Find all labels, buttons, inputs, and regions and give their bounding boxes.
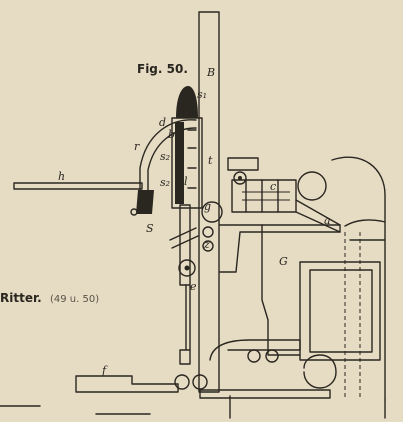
- label-G: G: [279, 255, 288, 268]
- label-l: l: [184, 175, 188, 188]
- rod-h: [13, 182, 143, 190]
- label-z: z: [203, 238, 210, 251]
- label-a: a: [324, 214, 331, 227]
- head-piece: [171, 86, 203, 209]
- frame-G: [219, 156, 386, 401]
- label-t: t: [208, 154, 213, 167]
- label-b: b: [168, 128, 175, 141]
- curved-arm-r: [139, 119, 197, 213]
- label-B: B: [206, 66, 215, 79]
- linkage: [169, 201, 223, 351]
- label-S: S: [146, 222, 154, 235]
- caption-name: Ritter.: [0, 291, 42, 305]
- vertical-bar-B: [198, 11, 220, 393]
- arm-c: [227, 157, 341, 233]
- label-s2-lower: s₂: [160, 176, 170, 189]
- label-g: g: [204, 200, 211, 213]
- label-h: h: [58, 170, 65, 183]
- base-f: [0, 339, 386, 419]
- block-S: [130, 190, 154, 216]
- label-s2-upper: s₂: [160, 150, 170, 163]
- label-c: c: [270, 180, 276, 193]
- label-f: f: [101, 364, 108, 377]
- figure-title: Fig. 50.: [137, 62, 188, 76]
- label-r: r: [134, 140, 140, 153]
- label-s1: s₁: [197, 88, 207, 101]
- label-e: e: [190, 280, 197, 293]
- label-d: d: [159, 116, 166, 129]
- caption-reference: (49 u. 50): [50, 294, 99, 305]
